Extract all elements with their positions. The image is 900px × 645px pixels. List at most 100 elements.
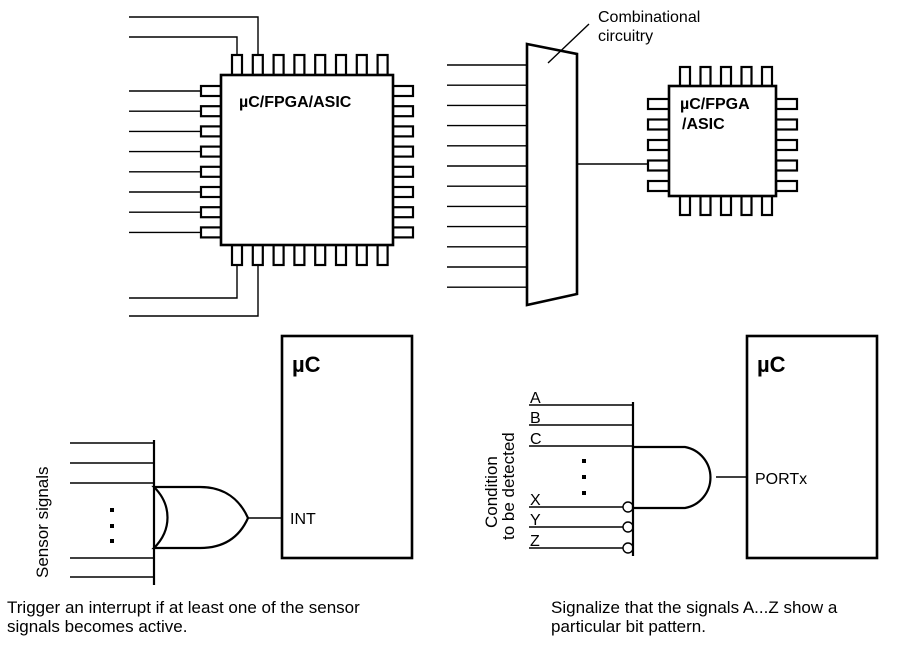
input-wire: [129, 265, 238, 299]
input-wire: [129, 16, 259, 55]
small-chip-pin-top: [719, 65, 733, 88]
interrupt-panel: µC INT Sensor signals: [33, 334, 414, 585]
sensor-signals-label: Sensor signals: [33, 466, 52, 578]
chip-pin-left: [199, 226, 223, 239]
chip-pin-top: [293, 53, 306, 77]
pattern-caption-line1: Signalize that the signals A...Z show a: [551, 598, 838, 617]
portx-pin-label: PORTx: [755, 471, 807, 488]
small-chip-body: [667, 84, 778, 198]
chip-pin-top: [376, 53, 389, 77]
chip-pin-bottom: [376, 243, 389, 267]
chip-pin-right: [391, 185, 415, 199]
interrupt-caption-line2: signals becomes active.: [7, 617, 188, 636]
small-chip-label-line2: /ASIC: [682, 116, 725, 133]
signal-label-z: Z: [530, 533, 540, 550]
ellipsis-dot: [110, 524, 114, 528]
chip-pin-right: [391, 206, 415, 219]
small-chip-pin-top: [760, 65, 774, 88]
chip-pin-right: [391, 145, 415, 158]
chip-pin-right: [391, 125, 415, 138]
chip-pin-left: [199, 145, 223, 158]
combinational-circuitry-block: [525, 42, 579, 307]
ellipsis-dot: [582, 475, 586, 479]
mcu-label-right: µC: [757, 352, 786, 377]
chip-pin-right: [391, 165, 415, 178]
inversion-bubble-icon: [622, 542, 634, 554]
small-chip-pin-top: [699, 65, 712, 88]
chip-pin-top: [334, 53, 348, 77]
pattern-caption: Signalize that the signals A...Z show a …: [551, 598, 837, 636]
large-chip-label: µC/FPGA/ASIC: [239, 94, 352, 111]
small-chip-pin-right: [774, 138, 799, 152]
input-wire: [129, 265, 259, 317]
chip-pin-bottom: [251, 243, 264, 267]
chip-pin-left: [199, 125, 223, 138]
small-chip-pin-right: [774, 179, 799, 193]
combinational-label-line1: Combinational: [598, 9, 700, 26]
small-chip-pin-right: [774, 159, 799, 172]
ellipsis-dot: [582, 459, 586, 463]
input-wire: [129, 36, 238, 55]
chip-pin-bottom: [314, 243, 327, 267]
chip-pin-bottom: [334, 243, 348, 267]
or-gate: [151, 485, 250, 550]
small-chip-pin-right: [774, 118, 799, 131]
small-chip-pin-left: [646, 97, 671, 111]
signal-label-a: A: [530, 390, 541, 407]
large-chip-body: [219, 73, 395, 247]
combinational-input-wires: [447, 64, 527, 288]
chip-pin-right: [391, 84, 415, 98]
small-chip-pin-top: [678, 65, 692, 88]
mcu-label-left: µC: [292, 352, 321, 377]
chip-pin-left: [199, 165, 223, 178]
condition-label-line1: Condition: [482, 456, 501, 528]
int-pin-label: INT: [290, 511, 316, 528]
small-chip-label-line1: µC/FPGA: [680, 96, 750, 113]
annotation-leader-line: [547, 23, 590, 64]
chip-pin-top: [314, 53, 327, 77]
chip-pin-left: [199, 84, 223, 98]
chip-pin-right: [391, 226, 415, 239]
signal-label-c: C: [530, 431, 542, 448]
and-gate: [631, 445, 712, 510]
small-chip-pin-top: [740, 65, 753, 88]
large-chip-input-wires: [129, 16, 259, 317]
large-chip-panel: µC/FPGA/ASIC: [129, 16, 415, 317]
chip-pin-top: [251, 53, 264, 77]
chip-pin-left: [199, 185, 223, 199]
chip-pin-left: [199, 105, 223, 118]
large-chip-pins: [199, 53, 415, 267]
chip-pin-left: [199, 206, 223, 219]
small-chip-pin-bottom: [719, 194, 733, 217]
ellipsis-dot: [110, 508, 114, 512]
inversion-bubble-icon: [622, 521, 634, 533]
small-chip-pin-bottom: [699, 194, 712, 217]
combinational-label-line2: circuitry: [598, 28, 653, 45]
condition-label-line2: to be detected: [499, 432, 518, 540]
small-chip-pin-left: [646, 179, 671, 193]
chip-pin-top: [230, 53, 244, 77]
small-chip-pin-left: [646, 159, 671, 172]
chip-pin-top: [272, 53, 285, 77]
chip-pin-right: [391, 105, 415, 118]
ellipsis-dot: [582, 491, 586, 495]
signal-label-x: X: [530, 492, 541, 509]
mcu-box-left: [280, 334, 414, 560]
small-chip-pin-bottom: [740, 194, 753, 217]
signal-label-b: B: [530, 410, 541, 427]
small-chip-pin-left: [646, 118, 671, 131]
chip-pin-bottom: [293, 243, 306, 267]
pattern-caption-line2: particular bit pattern.: [551, 617, 706, 636]
chip-pin-bottom: [272, 243, 285, 267]
mcu-box-right: [745, 334, 879, 560]
chip-pin-bottom: [230, 243, 244, 267]
ellipsis-dot: [110, 539, 114, 543]
small-chip-pin-bottom: [678, 194, 692, 217]
interrupt-caption: Trigger an interrupt if at least one of …: [7, 598, 360, 636]
chip-pin-top: [355, 53, 368, 77]
small-chip-pin-right: [774, 97, 799, 111]
interrupt-caption-line1: Trigger an interrupt if at least one of …: [7, 598, 360, 617]
